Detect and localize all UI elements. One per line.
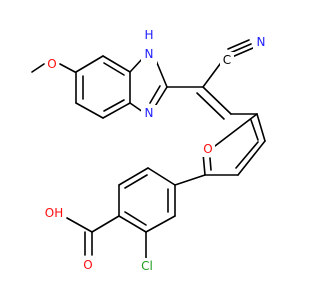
bond-furan-aryl [174, 174, 206, 186]
bond-layer [31, 39, 266, 259]
label-bg-oh [40, 204, 66, 220]
atom-h-on-n: H [144, 28, 153, 42]
bond-c2-n3-double [149, 85, 161, 104]
label-bg-nh [141, 28, 157, 64]
label-bg-cl [137, 258, 157, 274]
bond-aryl-ccooh [91, 215, 120, 233]
bond-a4-a5-inner [124, 211, 147, 226]
bond-b1-b2 [75, 55, 104, 73]
bond-a2-a3 [118, 167, 149, 186]
bond-c3a-n1 [129, 57, 144, 73]
bond-ch3-o [31, 63, 45, 73]
bond-a1-a2 [147, 167, 176, 186]
atom-o-carbonyl: O [83, 258, 92, 272]
bond-calpha-cbeta-double [196, 92, 225, 120]
atom-n-ring: N [145, 106, 154, 120]
bond-b2-b3 [102, 55, 131, 73]
bond-o-f5 [214, 113, 258, 147]
bond-f5-f4 [256, 113, 266, 142]
label-bg-n-nitrile [253, 34, 269, 50]
bond-f4-f3-double [235, 141, 259, 169]
bond-calpha-cnitrile [202, 59, 224, 88]
atom-o-methoxy: O [47, 57, 56, 71]
label-bg-o-furan [201, 141, 215, 157]
bond-ccooh-oh [66, 217, 93, 233]
bond-a2-a3-inner [124, 174, 148, 189]
bond-c2-n3 [153, 86, 168, 109]
atom-o-furan: O [203, 142, 212, 156]
bond-f2-o-double [209, 157, 212, 171]
bond-a4-a5 [118, 215, 147, 233]
label-bg-o-carbonyl [81, 257, 95, 273]
label-bg-c-nitrile [220, 52, 234, 68]
label-bg-n-ring [141, 105, 157, 121]
bond-a5-a6 [145, 215, 176, 233]
label-bg-o-methoxy [45, 56, 59, 72]
atom-label-layer: O H N N C N O OH O Cl [40, 28, 269, 274]
atom-cl: Cl [141, 259, 153, 273]
molecule-structure: O H N N C N O OH O Cl [31, 28, 269, 274]
atom-c-nitrile: C [223, 53, 231, 67]
bond-cn-triple-3 [227, 39, 250, 50]
bond-b4-b5-inner [103, 99, 125, 112]
atom-n-nitrile: N [257, 35, 266, 49]
bond-cn-triple-2 [231, 47, 254, 58]
atom-oh-acid: OH [45, 206, 63, 220]
atom-n-h: N [145, 47, 154, 61]
bond-b4-b5 [102, 102, 131, 119]
bond-f5-f4-double [250, 119, 259, 141]
bond-o-c6 [59, 63, 76, 73]
bond-f4-f3 [237, 140, 266, 176]
bond-calpha-cbeta [202, 86, 232, 115]
bond-b5-b6 [75, 102, 104, 119]
bond-cn-triple-1 [229, 43, 252, 54]
bond-n3-c7a [129, 102, 144, 113]
bond-b2-b3-inner [103, 62, 125, 76]
